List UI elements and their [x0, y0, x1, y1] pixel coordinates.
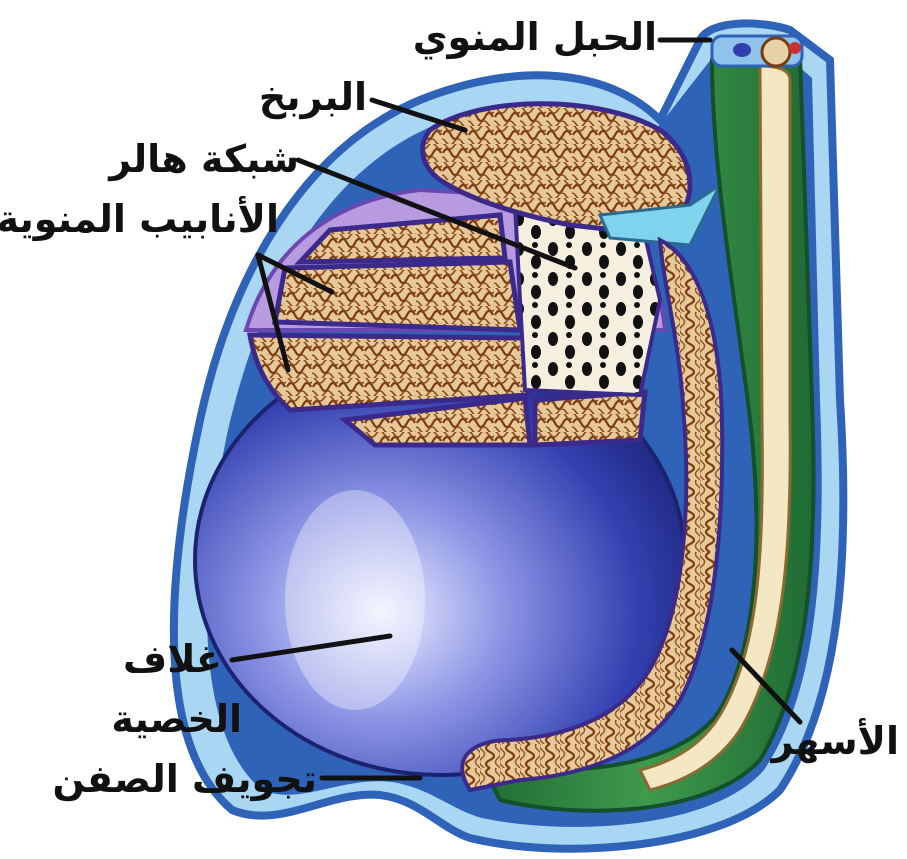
label-spermatic-cord: الحبل المنوي — [413, 18, 657, 56]
label-vas-deferens: الأسهر — [772, 722, 899, 760]
label-epididymis: البربخ — [259, 78, 367, 116]
label-rete-testis: شبكة هالر — [109, 140, 299, 178]
label-seminiferous-tubules: الأنابيب المنوية — [0, 200, 279, 238]
label-tunica-line2: الخصية — [111, 700, 242, 738]
label-tunica-line1: غلاف — [123, 640, 222, 678]
label-scrotal-cavity: تجويف الصفن — [52, 760, 317, 798]
cord-cross-section — [712, 36, 802, 66]
testis-highlight — [285, 490, 425, 710]
